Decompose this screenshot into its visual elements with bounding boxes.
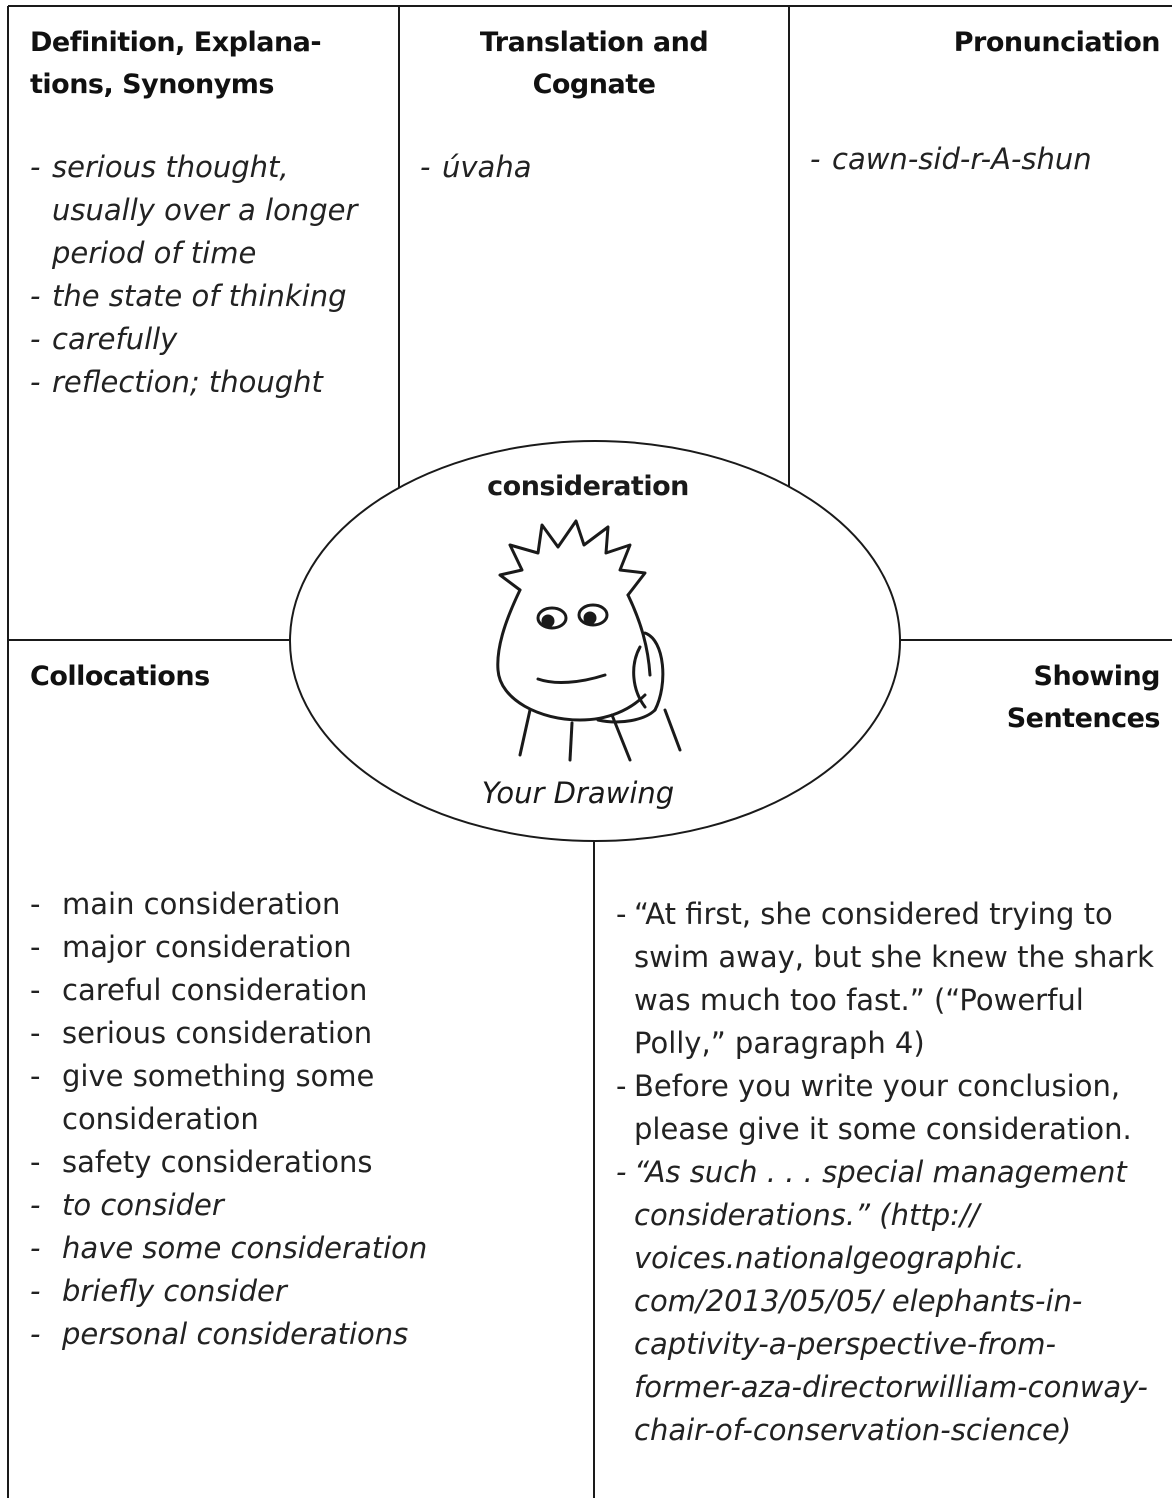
sentences-heading: Showing Sentences [900, 656, 1161, 740]
collocation-item: major consideration [30, 926, 580, 969]
definition-item: the state of thinking [30, 275, 380, 318]
center-word: consideration [487, 471, 689, 502]
pronunciation-item: cawn-sid-r-A-shun [810, 138, 1165, 181]
translation-heading-line-1: Translation and [479, 27, 709, 58]
definition-item: carefully [30, 318, 380, 361]
sentences-heading-line-1: Showing [1033, 661, 1161, 692]
definition-heading: Definition, Explana- tions, Synonyms [30, 22, 322, 106]
collocation-item: have some consideration [30, 1227, 580, 1270]
translation-item: úvaha [420, 146, 770, 189]
collocation-item: to consider [30, 1184, 580, 1227]
collocation-item: personal considerations [30, 1313, 580, 1356]
pronunciation-heading: Pronunciation [790, 22, 1161, 64]
collocation-item: safety considerations [30, 1141, 580, 1184]
pronunciation-heading-line-1: Pronunciation [953, 27, 1161, 58]
collocation-item: briefly consider [30, 1270, 580, 1313]
sentences-list: “At first, she considered trying to swim… [616, 893, 1161, 1452]
sentence-item: “At first, she considered trying to swim… [616, 893, 1161, 1065]
sentence-item: Before you write your conclusion, please… [616, 1065, 1161, 1151]
face-drawing [496, 519, 682, 762]
collocation-item: main consideration [30, 883, 580, 926]
translation-heading: Translation and Cognate [400, 22, 788, 106]
center-ellipse [289, 440, 901, 842]
collocations-heading: Collocations [30, 656, 210, 698]
collocations-list: main consideration major consideration c… [30, 883, 580, 1356]
sentence-item: “As such . . . special management consid… [616, 1151, 1161, 1452]
definition-heading-line-2: tions, Synonyms [30, 69, 275, 100]
collocation-item: careful consideration [30, 969, 580, 1012]
sentences-heading-line-2: Sentences [1006, 703, 1161, 734]
collocation-item: serious consideration [30, 1012, 580, 1055]
drawing-caption: Your Drawing [481, 776, 675, 810]
collocation-item: give something some consideration [30, 1055, 402, 1141]
definition-list: serious thought, usually over a longer p… [30, 146, 380, 404]
translation-list: úvaha [420, 146, 770, 189]
collocations-heading-line-1: Collocations [30, 661, 210, 692]
definition-heading-line-1: Definition, Explana- [30, 27, 322, 58]
definition-item: serious thought, usually over a longer p… [30, 146, 380, 275]
translation-heading-line-2: Cognate [532, 69, 656, 100]
definition-item: reflection; thought [30, 361, 380, 404]
pronunciation-list: cawn-sid-r-A-shun [810, 138, 1165, 181]
